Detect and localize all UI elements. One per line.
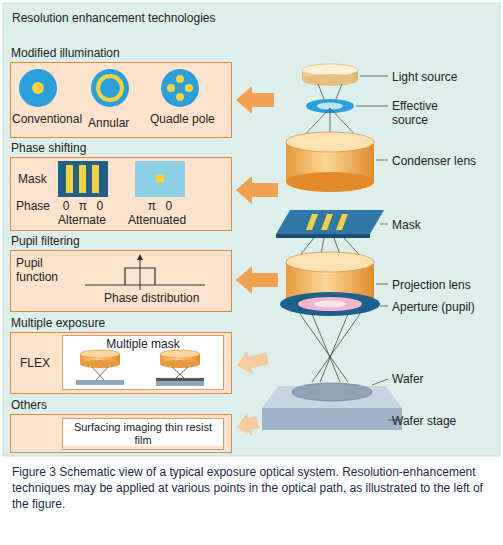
part-label: Effective source	[392, 99, 454, 128]
phase-value: π 0	[135, 199, 185, 213]
inner-box: Surfacing imaging thin resist film	[62, 418, 224, 450]
section-heading: Phase shifting	[11, 141, 86, 155]
figure-caption: Figure 3 Schematic view of a typical exp…	[12, 464, 490, 513]
part-label: Aperture (pupil)	[392, 300, 475, 314]
phase-value: 0 π 0	[58, 199, 108, 213]
mask-type: Alternate	[58, 213, 106, 227]
method-label: FLEX	[20, 356, 50, 370]
diagram-title: Resolution enhancement technologies	[12, 11, 215, 25]
row-label: Phase	[16, 199, 50, 213]
section-box: Phase shifting	[10, 157, 232, 231]
mode-label: Quadle pole	[150, 112, 215, 126]
part-label: Wafer	[392, 372, 424, 386]
part-label: Light source	[392, 70, 457, 84]
section-heading: Multiple exposure	[11, 316, 105, 330]
mask-type: Attenuated	[128, 213, 186, 227]
part-label: Wafer stage	[392, 414, 456, 428]
box-text: Multiple mask	[63, 336, 223, 352]
section-heading: Modified illumination	[11, 46, 120, 60]
axis-label: Phase distribution	[104, 291, 199, 305]
part-label: Condenser lens	[392, 154, 476, 168]
axis-label: Pupil function	[16, 256, 74, 285]
mode-label: Annular	[88, 116, 129, 130]
section-heading: Others	[11, 398, 47, 412]
inner-box: Multiple mask	[62, 335, 224, 390]
mode-label: Conventional	[12, 112, 82, 126]
row-label: Mask	[18, 172, 47, 186]
section-heading: Pupil filtering	[11, 234, 80, 248]
section-box: OthersSurfacing imaging thin resist film	[10, 414, 232, 453]
part-label: Mask	[392, 218, 421, 232]
box-text: Surfacing imaging thin resist film	[63, 419, 223, 448]
part-label: Projection lens	[392, 278, 471, 292]
